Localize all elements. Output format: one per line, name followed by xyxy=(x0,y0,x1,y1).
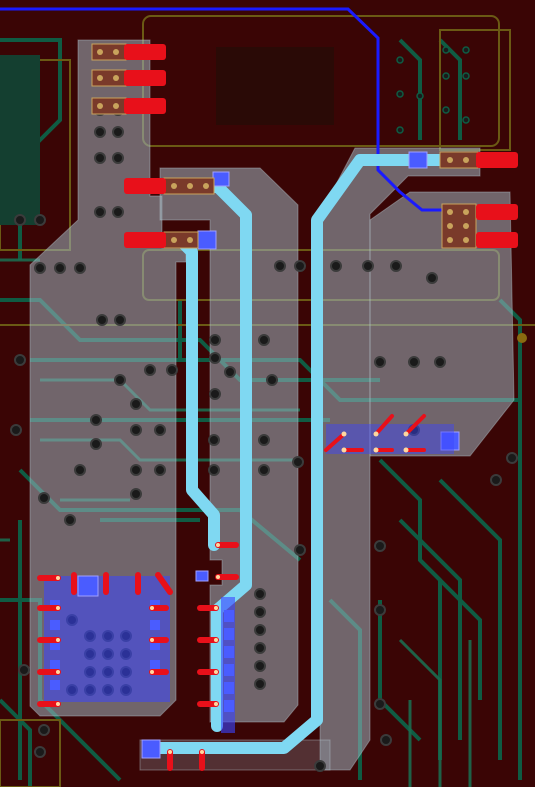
pin-header-top-left[interactable] xyxy=(91,43,215,249)
far-right-pour-region[interactable] xyxy=(369,191,515,457)
blue-trace-top xyxy=(0,7,456,212)
bottom-pad-pair[interactable] xyxy=(167,749,205,771)
smd-resistor-array[interactable] xyxy=(197,542,239,733)
vias-top-right xyxy=(396,46,470,134)
left-pour-region[interactable] xyxy=(29,39,187,717)
selected-pads[interactable] xyxy=(141,151,460,759)
bottom-pad-pair-dots xyxy=(168,750,204,754)
qfn-pin-dots xyxy=(56,576,154,706)
fiducial-marker xyxy=(517,333,527,343)
qfn-footprint-bottom-left[interactable] xyxy=(37,572,173,707)
center-pour-region[interactable] xyxy=(159,167,299,723)
pin-header-top-right[interactable] xyxy=(439,151,518,169)
smd-capacitor-array[interactable] xyxy=(324,414,454,454)
qfn-pins xyxy=(37,572,173,707)
bottom-layer-traces xyxy=(0,7,456,212)
module-thermal-pad xyxy=(216,47,334,125)
bga-grid-left xyxy=(0,55,40,225)
pin-header-right[interactable] xyxy=(441,203,518,249)
